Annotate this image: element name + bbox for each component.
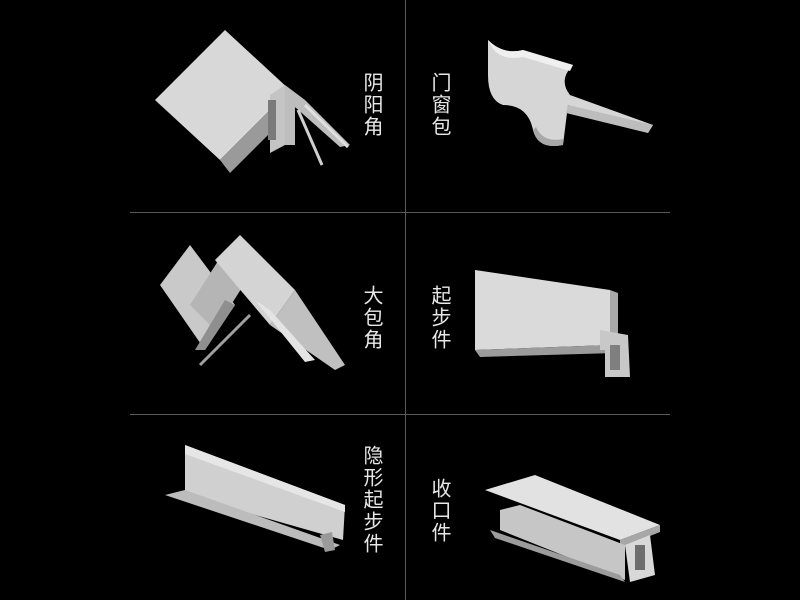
label-closing-piece: 收口件 — [428, 478, 452, 544]
starter-piece-image — [475, 270, 630, 377]
window-trim-image — [488, 40, 653, 146]
label-starter-piece: 起步件 — [428, 285, 452, 351]
label-hidden-starter-piece: 隐形起步件 — [360, 445, 384, 555]
large-wrap-corner-image — [160, 235, 345, 370]
hidden-starter-piece-image — [165, 445, 345, 552]
yin-yang-corner-image — [155, 30, 350, 173]
label-large-wrap-corner: 大包角 — [360, 285, 384, 351]
label-yin-yang-corner: 阴阳角 — [360, 72, 384, 138]
closing-piece-image — [485, 475, 660, 582]
horizontal-divider-1 — [130, 212, 670, 213]
horizontal-divider-2 — [130, 414, 670, 415]
label-window-trim: 门窗包 — [428, 72, 452, 138]
vertical-divider — [405, 0, 406, 600]
